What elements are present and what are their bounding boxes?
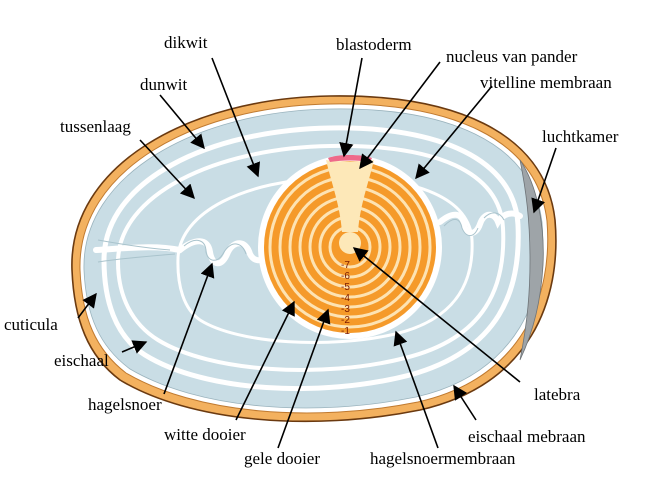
arrow-cuticula (77, 292, 97, 319)
label-eischaal-mebraan: eischaal mebraan (468, 427, 586, 446)
ring-number: -4 (341, 293, 350, 304)
label-hagelsnoer: hagelsnoer (88, 395, 162, 414)
arrow-eischaal-mebraan (453, 384, 477, 421)
label-nucleus: nucleus van pander (446, 47, 578, 66)
chalaza-right (437, 210, 523, 236)
label-eischaal: eischaal (54, 351, 109, 370)
ring-number: -7 (341, 260, 350, 271)
label-luchtkamer: luchtkamer (542, 127, 619, 146)
label-cuticula: cuticula (4, 315, 58, 334)
ring-number: -3 (341, 304, 350, 315)
arrow-hagelsnoer (163, 262, 215, 395)
ring-numbers: -7-6-5-4-3-2-1 (341, 260, 350, 337)
arrow-hagelsnoermembraan (393, 330, 439, 449)
chalaza-right-detail (443, 212, 505, 236)
label-dunwit: dunwit (140, 75, 188, 94)
arrow-eischaal (121, 340, 148, 354)
arrow-gele-dooier (277, 308, 331, 449)
arrow-dikwit (211, 57, 261, 178)
arrow-witte-dooier (235, 300, 295, 421)
arrow-dunwit (159, 94, 205, 150)
label-witte-dooier: witte dooier (164, 425, 246, 444)
arrow-luchtkamer (531, 147, 557, 214)
arrow-nucleus (359, 61, 441, 170)
ring-number: -1 (341, 326, 350, 337)
label-gele-dooier: gele dooier (244, 449, 320, 468)
arrow-vitelline (415, 85, 493, 180)
latebra-neck (326, 160, 374, 232)
ring-number: -2 (341, 315, 350, 326)
ring-number: -6 (341, 271, 350, 282)
arrow-tussenlaag (139, 139, 195, 200)
chalaza-left-detail (97, 239, 247, 263)
label-dikwit: dikwit (164, 33, 208, 52)
arrow-latebra (352, 247, 521, 383)
arrow-blastoderm (339, 57, 363, 158)
label-blastoderm: blastoderm (336, 35, 412, 54)
chalaza-left (93, 238, 269, 267)
label-vitelline: vitelline membraan (480, 73, 612, 92)
label-latebra: latebra (534, 385, 581, 404)
label-hagelsnoermembraan: hagelsnoermembraan (370, 449, 516, 468)
label-tussenlaag: tussenlaag (60, 117, 131, 136)
ring-number: -5 (341, 282, 350, 293)
